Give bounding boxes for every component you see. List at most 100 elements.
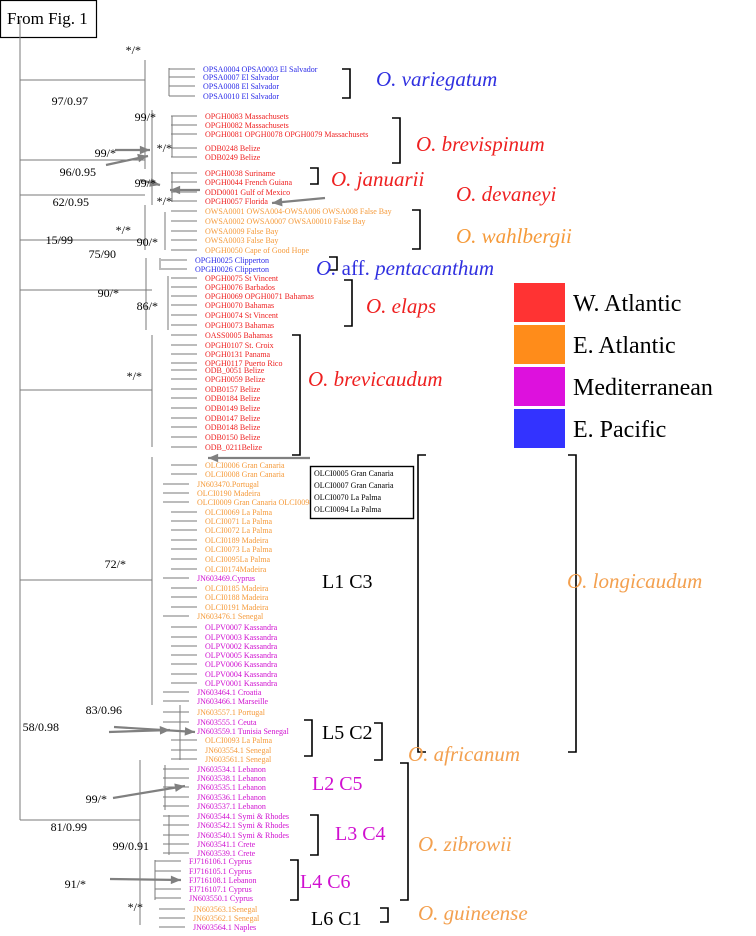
support-value: 91/* [65, 877, 86, 891]
legend-swatch-mediterranean [514, 367, 565, 406]
leaf-label: OLPV0005 Kassandra [205, 651, 278, 660]
leaf-label: ODB0150 Belize [205, 433, 261, 442]
arrow-head [137, 153, 148, 163]
leaf-label: JN603470.Portugal [197, 480, 260, 489]
clade-bracket [310, 814, 319, 856]
taxon-longicaudum: O. longicaudum [567, 569, 702, 593]
from-figure-box [0, 0, 98, 39]
support-value: 97/0.97 [52, 94, 88, 108]
leaf-label: JN603464.1 Croatia [197, 688, 262, 697]
leaf-label: ODB0248 Belize [205, 144, 261, 153]
leaf-label: OWSA0003 False Bay [205, 236, 278, 245]
leaf-label: OPGH0117 Puerto Rico [205, 359, 282, 368]
leaf-label: OPSA0008 El Salvador [203, 82, 279, 91]
support-value: */* [127, 369, 142, 383]
leaf-label: OLCI0072 La Palma [205, 526, 273, 535]
leaf-label: OLPV0001 Kassandra [205, 679, 278, 688]
leaf-label: OPGH0069 OPGH0071 Bahamas [205, 292, 314, 301]
leaf-label: OPGH0076 Barbados [205, 283, 275, 292]
legend: W. Atlantic E. Atlantic Mediterranean E.… [514, 283, 713, 448]
leaf-label: OPSA0004 OPSA0003 El Salvador [203, 65, 318, 74]
leaf-label: OLPV0006 Kassandra [205, 660, 278, 669]
leaf-label: JN603554.1 Senegal [205, 746, 272, 755]
taxon-variegatum: O. variegatum [376, 67, 497, 91]
leaf-label: JN603538.1 Lebanon [197, 774, 266, 783]
leaf-label: OLCI0174Madeira [205, 565, 267, 574]
leaf-label: OPGH0131 Panama [205, 350, 271, 359]
leaf-label: JN603540.1 Symi & Rhodes [197, 831, 289, 840]
clade-bracket [290, 859, 299, 901]
arrow-head [170, 875, 181, 885]
legend-swatch-e-atlantic [514, 325, 565, 364]
support-value: 99/* [135, 110, 156, 124]
leaf-label: JN603544.1 Symi & Rhodes [197, 812, 289, 821]
clade-bracket [329, 256, 338, 271]
leaf-label: JN603466.1 Marseille [197, 697, 269, 706]
leaf-label: OPGH0070 Bahamas [205, 301, 274, 310]
leaf-label: JN603555.1 Ceuta [197, 718, 257, 727]
clade-bracket [568, 454, 577, 753]
leaf-label: OLPV0003 Kassandra [205, 633, 278, 642]
support-value: 99/* [135, 176, 156, 190]
leaf-label: FJ716105.1 Cyprus [189, 867, 252, 876]
boxed-leaf: OLCI0005 Gran Canaria [314, 469, 394, 478]
leaf-label: JN603534.1 Lebanon [197, 765, 266, 774]
leaf-label: OPSA0010 El Salvador [203, 92, 279, 101]
pointer-arrow [109, 877, 182, 882]
support-value: 81/0.99 [51, 820, 87, 834]
clade-brackets [290, 68, 577, 923]
leaf-label: OPSA0007 El Salvador [203, 73, 279, 82]
support-value: 75/90 [89, 247, 116, 261]
support-value: */* [116, 223, 131, 237]
support-value: 83/0.96 [86, 703, 122, 717]
clade-bracket [310, 167, 319, 185]
support-value: 99/0.91 [113, 839, 149, 853]
leaf-label: ODB_0211Belize [205, 443, 262, 452]
leaf-label: ODB0148 Belize [205, 423, 261, 432]
clade-l2c5: L2 C5 [312, 773, 363, 795]
clade-bracket [392, 117, 401, 164]
support-value: 62/0.95 [53, 195, 89, 209]
support-value: 15/99 [46, 233, 73, 247]
leaf-label: OPGH0057 Florida [205, 197, 268, 206]
support-value: 72/* [105, 557, 126, 571]
boxed-leaf: OLCI0007 Gran Canaria [314, 481, 394, 490]
support-value: 58/0.98 [23, 720, 59, 734]
support-value: */* [157, 141, 172, 155]
leaf-label: OLPV0007 Kassandra [205, 623, 278, 632]
leaf-label: OPGH0050 Cape of Good Hope [205, 246, 309, 255]
leaf-label: ODB0249 Belize [205, 153, 261, 162]
pointer-arrow [108, 728, 171, 734]
support-value: */* [128, 900, 143, 914]
leaf-label: OPGH0073 Bahamas [205, 321, 274, 330]
taxon-brevicaudum: O. brevicaudum [308, 367, 443, 391]
leaf-label: OLCI0093 La Palma [205, 736, 273, 745]
leaf-label: OPGH0081 OPGH0078 OPGH0079 Massachusets [205, 130, 368, 139]
legend-label-mediterranean: Mediterranean [573, 375, 713, 401]
clade-bracket [400, 762, 409, 901]
leaf-label: OLCI0095La Palma [205, 555, 271, 564]
clade-bracket [292, 334, 301, 456]
leaf-label: JN603562.1 Senegal [193, 914, 260, 923]
leaf-label: FJ716108.1 Lebanon [189, 876, 257, 885]
leaf-label: OLCI0069 La Palma [205, 508, 273, 517]
support-value: 99/* [95, 146, 116, 160]
leaf-label: OPGH0083 Massachusets [205, 112, 289, 121]
leaf-label: JN603559.1 Tunisia Senegal [197, 727, 290, 736]
leaf-label: OLCI0188 Madeira [205, 593, 269, 602]
pointer-arrow [112, 784, 186, 800]
leaf-label: OLPV0002 Kassandra [205, 642, 278, 651]
boxed-leaf: OLCI0094 La Palma [314, 505, 382, 514]
boxed-sample-group [309, 465, 415, 520]
leaf-label: ODB0184 Belize [205, 394, 261, 403]
clade-bracket [374, 722, 383, 761]
support-values: */*97/0.9799/*99/**/*96/0.9599/**/*62/0.… [23, 43, 172, 914]
leaf-label: JN603537.1 Lebanon [197, 802, 266, 811]
tree-branches [19, 20, 326, 928]
leaf-label: JN603561.1 Senegal [205, 755, 272, 764]
clade-bracket [412, 209, 421, 250]
leaf-label: JN603535.1 Lebanon [197, 783, 266, 792]
leaf-label: ODB_0051 Belize [205, 366, 265, 375]
leaf-label: OLCI0191 Madeira [205, 603, 269, 612]
